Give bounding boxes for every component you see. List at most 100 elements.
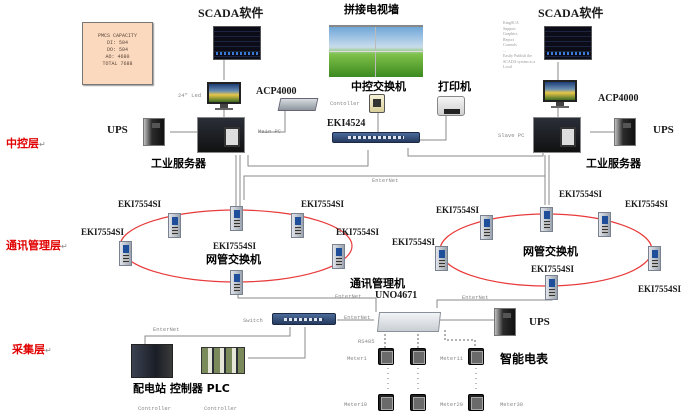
wire-rs485-c <box>444 330 476 348</box>
ups-acquisition-icon <box>494 308 516 336</box>
ring-switch-left-4 <box>332 244 345 269</box>
central-control-switch-icon <box>369 94 385 113</box>
meter-icon <box>378 394 394 411</box>
ethernet-label-ring-right: EnterNet <box>462 294 489 301</box>
controller-label-1: Controller <box>138 405 172 412</box>
wire-switch-plc2 <box>248 327 306 359</box>
layer-acquisition-text: 采集层 <box>12 343 45 356</box>
substation-controller-icon <box>131 344 173 378</box>
ring-switch-right-top <box>540 207 553 232</box>
meter-icon <box>410 348 426 365</box>
ring-left-label-4: EKI7554SI <box>336 227 380 237</box>
meter1-label: Meter1 <box>347 355 367 362</box>
ring-right-label-6: EKI7554SI <box>638 284 682 294</box>
meter11-label: Meter11 <box>440 355 464 362</box>
monitor-right-icon <box>543 80 577 108</box>
ring-left-label-3: EKI7554SI <box>81 227 125 237</box>
ring-switch-left-3 <box>119 241 132 266</box>
rs485-label: RS485 <box>358 338 375 345</box>
wire-ring-right-uno <box>436 290 553 308</box>
capacity-do: DO: 504 <box>106 47 128 53</box>
scada-software-left-label: SCADA软件 <box>198 6 264 20</box>
slave-pc-label: Slave PC <box>498 132 525 139</box>
layer-acquisition: 采集层↵ <box>12 341 52 357</box>
wire-switch-plc1 <box>144 327 291 345</box>
kingsca-bullet: Controls <box>503 42 517 47</box>
kingsca-bullet: Support <box>503 25 516 31</box>
industrial-server-right-icon <box>533 117 581 153</box>
uno4671-label: UNO4671 <box>375 290 418 301</box>
eki4524-switch-icon <box>332 132 420 143</box>
ring-switch-right-4 <box>648 246 661 271</box>
layer-central-control: 中控层↵ <box>6 135 46 151</box>
main-pc-label: Main PC <box>258 128 282 135</box>
wire-server-eki4524 <box>247 150 369 167</box>
ring-right-label-4: EKI7554SI <box>392 237 436 247</box>
ring-left-label-5: EKI7554SI <box>213 241 257 251</box>
kingsca-bullet: Report <box>503 36 514 42</box>
video-wall <box>329 25 423 77</box>
meter10-label: Meter10 <box>344 401 368 408</box>
kingsca-notes: KingSCA Support Graphics Report Controls… <box>503 20 539 70</box>
layer-communication: 通讯管理层↵ <box>6 237 68 253</box>
meter30-label: Meter30 <box>500 401 524 408</box>
ups-acquisition-label: UPS <box>529 316 550 328</box>
plc-controller-icon <box>201 347 245 374</box>
layer-communication-text: 通讯管理层 <box>6 239 61 252</box>
wire-server-printer-left <box>258 108 286 133</box>
scada-screen-left <box>213 26 261 60</box>
acp4000-right-label: ACP4000 <box>598 93 639 104</box>
uno4671-icon <box>376 312 442 332</box>
wire-eki-printer <box>420 108 447 141</box>
smart-meter-label: 智能电表 <box>500 352 549 366</box>
acp4000-left-label: ACP4000 <box>256 86 297 97</box>
ring-right-label-1: EKI7554SI <box>436 205 480 215</box>
return-mark: ↵ <box>45 346 52 355</box>
ring-switch-right-bottom <box>545 275 558 300</box>
kingsca-bullet: Easily Publish the SCADA system to a Loc… <box>503 53 536 69</box>
ups-right-icon <box>614 118 636 146</box>
ups-right-label: UPS <box>653 124 674 136</box>
switch-label: Switch <box>243 317 263 324</box>
ring-switch-left-1 <box>168 213 181 238</box>
comm-manager-label: 通讯管理机 <box>350 277 405 290</box>
capacity-ao: AO: 4680 <box>105 54 130 60</box>
meter-icon <box>468 394 484 411</box>
meter-icon <box>378 348 394 365</box>
kingsca-bullet: ... <box>503 47 506 53</box>
acquisition-switch-icon <box>272 313 336 325</box>
layer-central-control-text: 中控层 <box>6 137 39 150</box>
ring-right-label-3: EKI7554SI <box>625 199 669 209</box>
pmcs-capacity-box: PMCS CAPACITY DI: 504 DO: 504 AO: 4680 T… <box>82 22 153 85</box>
ups-left-label: UPS <box>107 124 128 136</box>
video-wall-label: 拼接电视墙 <box>344 3 399 16</box>
ethernet-label-central: EnterNet <box>372 177 399 184</box>
capacity-title: PMCS CAPACITY <box>97 33 137 39</box>
industrial-server-left-icon <box>197 117 245 153</box>
ethernet-label-ring-left: EnterNet <box>335 293 362 300</box>
controller-label: Contoller <box>330 100 360 107</box>
ring-switch-right-1 <box>480 215 493 240</box>
substation-plc-label: 配电站 控制器 PLC <box>133 382 230 395</box>
ups-left-icon <box>143 118 165 146</box>
capacity-di: DI: 504 <box>106 40 128 46</box>
ring-right-label-5: EKI7554SI <box>531 264 575 274</box>
controller-label-2: Controller <box>204 405 238 412</box>
printer-icon <box>437 96 465 116</box>
managed-switch-left-label: 网管交换机 <box>206 253 261 266</box>
led-label: 24" Led <box>178 92 202 99</box>
eki4524-label: EKI4524 <box>327 118 366 129</box>
ring-switch-left-2 <box>291 213 304 238</box>
ring-switch-right-2 <box>598 212 611 237</box>
wire-eki4524-server-right <box>407 148 544 157</box>
ethernet-label-switch-uno: EnterNet <box>344 314 371 321</box>
kingsca-bullet: Graphics <box>503 31 518 36</box>
capacity-total: TOTAL 7688 <box>102 61 133 67</box>
industrial-server-left-label: 工业服务器 <box>151 157 206 170</box>
meter-icon <box>468 348 484 365</box>
scada-software-right-label: SCADA软件 <box>538 6 604 20</box>
ethernet-label-plc: EnterNet <box>153 326 180 333</box>
ring-switch-left-bottom <box>230 270 243 295</box>
ring-switch-right-3 <box>435 246 448 271</box>
ring-switch-left-top <box>230 206 243 231</box>
